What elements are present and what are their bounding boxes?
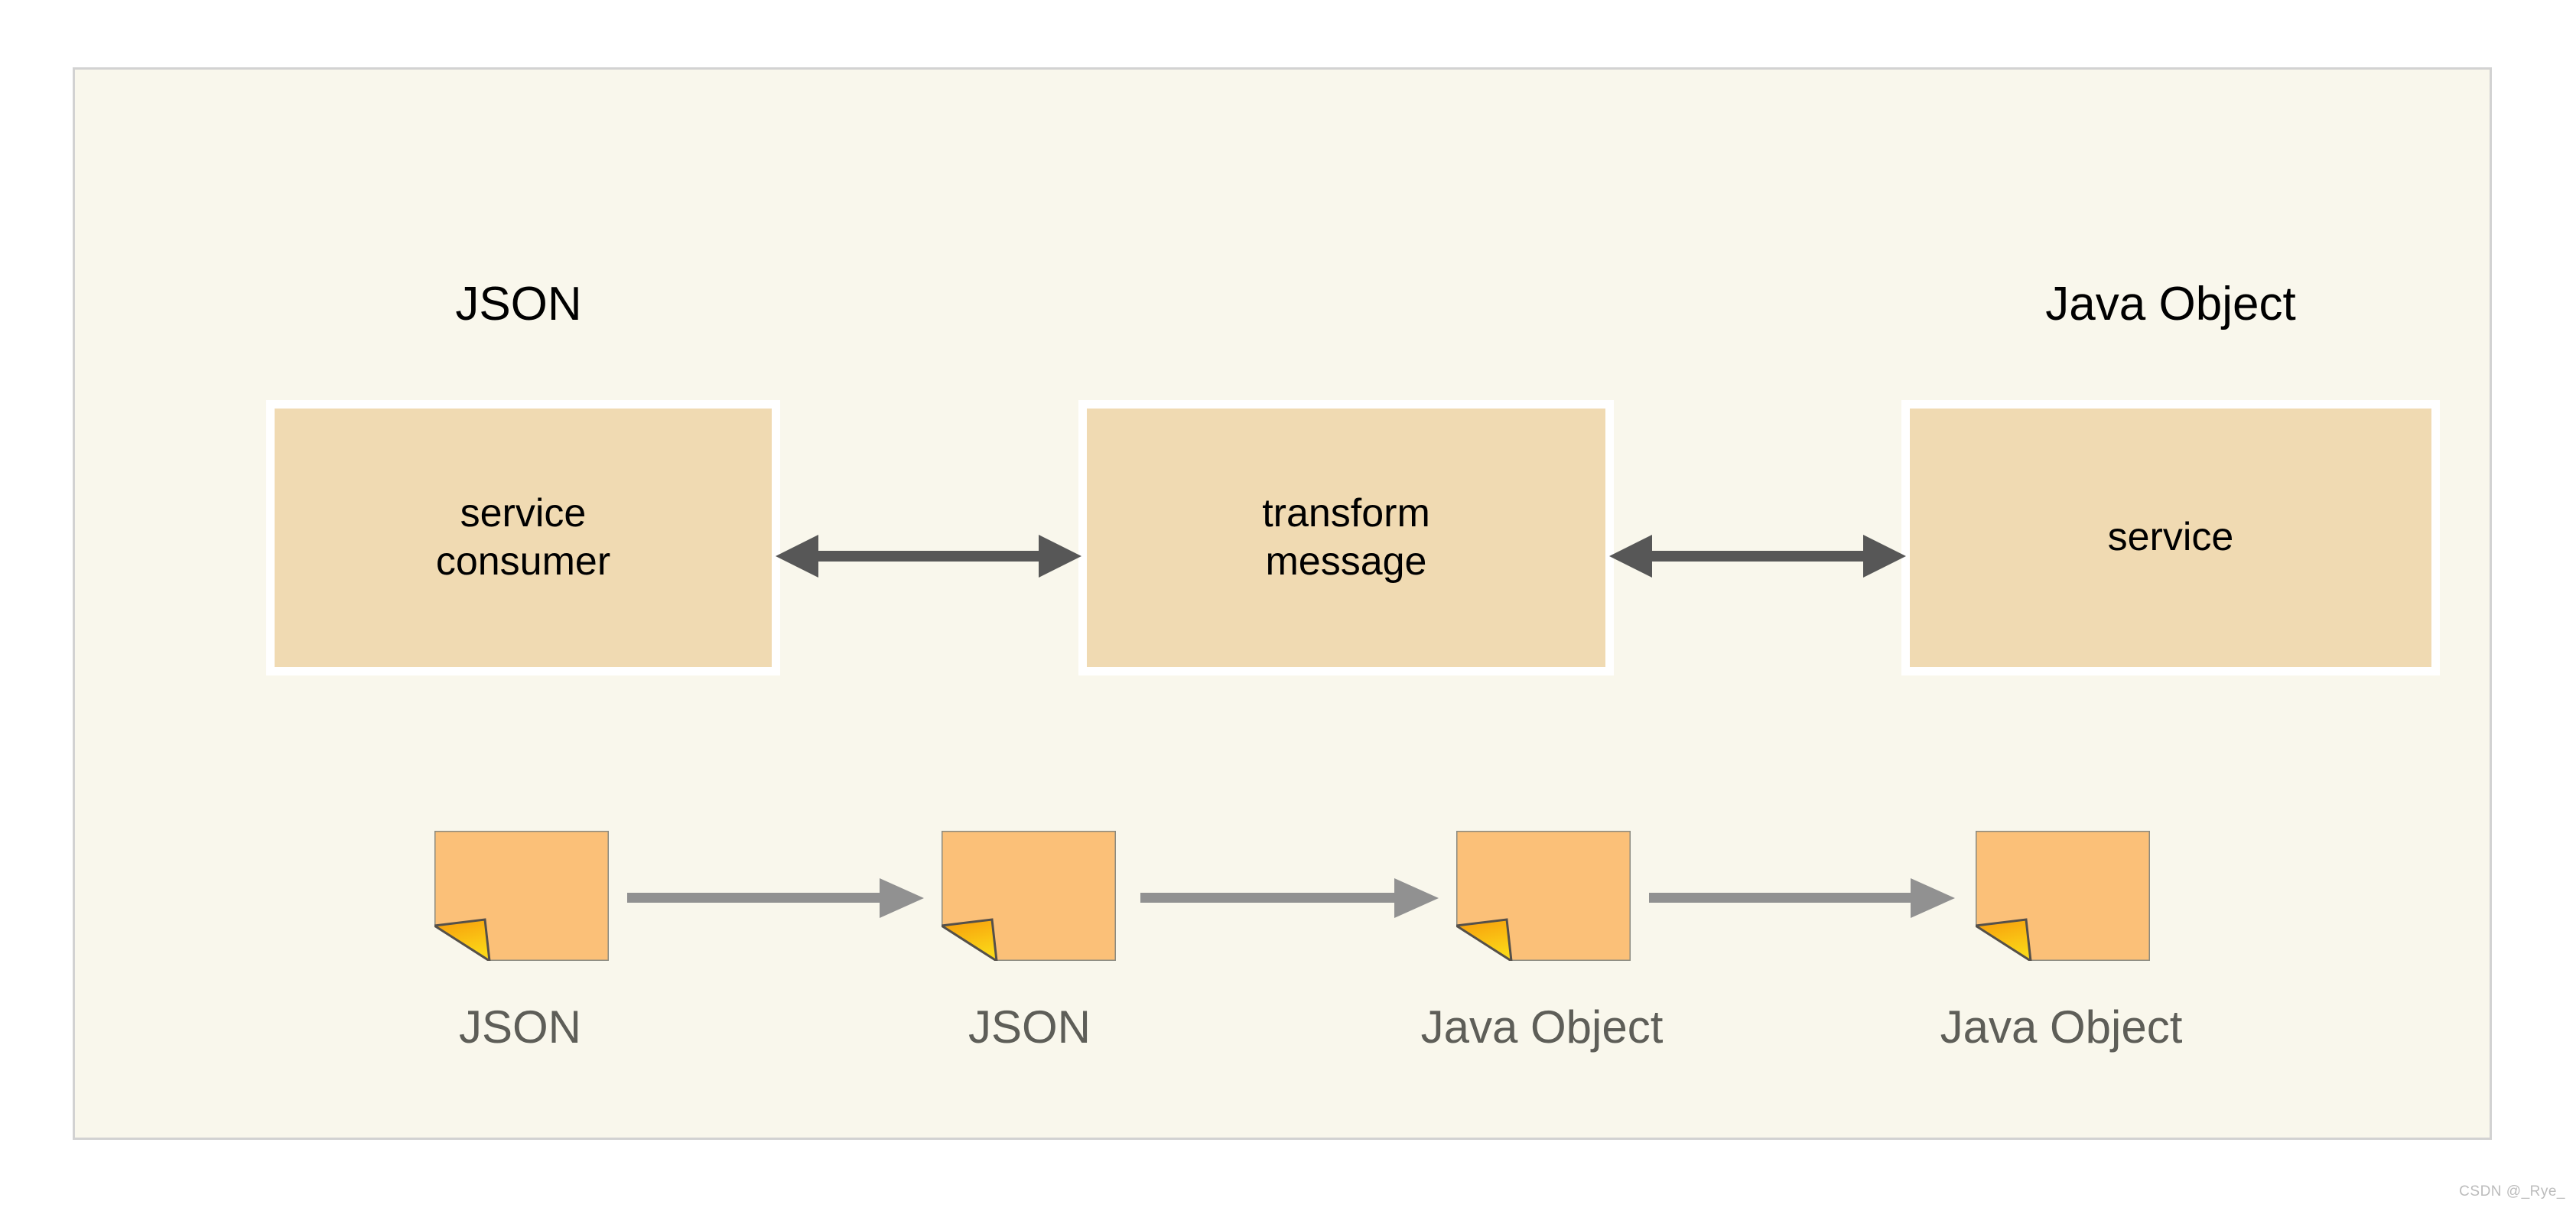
- process-box-label: service: [2107, 515, 2234, 560]
- process-box-label: transform message: [1262, 490, 1430, 584]
- note-caption-json-1: JSON: [458, 1001, 582, 1053]
- process-box-service-consumer[interactable]: service consumer: [266, 400, 780, 688]
- note-caption-java-object-2: Java Object: [1940, 1001, 2183, 1053]
- double-arrow-icon-consumer-transform: [776, 535, 1081, 578]
- process-box-label: service consumer: [435, 490, 611, 584]
- watermark-text: CSDN @_Rye_: [2459, 1183, 2565, 1200]
- process-box-fill: service consumer: [275, 409, 772, 667]
- double-arrow-icon-transform-service: [1609, 535, 1906, 578]
- note-caption-java-object-1: Java Object: [1420, 1001, 1664, 1053]
- document-note-icon-json-2[interactable]: [942, 831, 1116, 961]
- process-box-service[interactable]: service: [1901, 400, 2440, 688]
- document-note-icon-java-object-1[interactable]: [1456, 831, 1631, 961]
- document-note-icon-json-1[interactable]: [434, 831, 609, 961]
- note-caption-json-2: JSON: [968, 1001, 1091, 1053]
- diagram-canvas: JSON Java Object service consumer transf…: [73, 67, 2492, 1140]
- process-box-fill: service: [1910, 409, 2431, 667]
- process-box-fill: transform message: [1087, 409, 1605, 667]
- arrow-icon-note3-note4: [1649, 878, 1955, 918]
- process-box-transform-message[interactable]: transform message: [1078, 400, 1614, 688]
- group-title-java-object: Java Object: [2045, 278, 2296, 330]
- arrow-icon-note2-note3: [1140, 878, 1439, 918]
- arrow-icon-note1-note2: [627, 878, 924, 918]
- group-title-json: JSON: [455, 278, 582, 330]
- document-note-icon-java-object-2[interactable]: [1976, 831, 2150, 961]
